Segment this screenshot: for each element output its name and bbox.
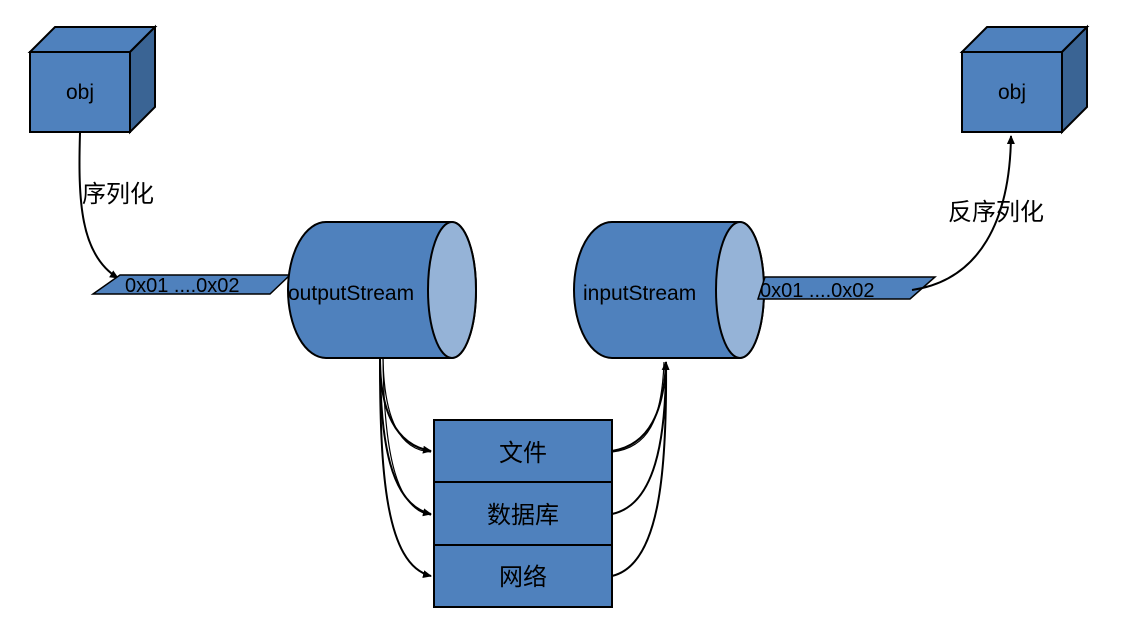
storage-to-input-arrows — [611, 361, 670, 577]
output-stream-label: outputStream — [288, 282, 414, 305]
storage-stack: 文件 数据库 网络 — [433, 419, 613, 608]
deserialize-arrow — [911, 135, 1015, 291]
serialize-arrow — [78, 132, 119, 279]
storage-label-network: 网络 — [499, 563, 547, 591]
input-bytes-text: 0x01 ....0x02 — [760, 280, 875, 302]
arrow-output-to-network — [379, 357, 432, 579]
target-object-label: obj — [998, 81, 1026, 104]
serialize-label: 序列化 — [82, 180, 154, 208]
source-object-cube: obj — [27, 24, 158, 135]
output-byte-strip: 0x01 ....0x02 — [90, 274, 292, 297]
source-object-label: obj — [66, 81, 94, 104]
input-stream-cylinder: inputStream — [573, 221, 765, 359]
input-byte-strip: 0x01 ....0x02 — [756, 276, 937, 302]
storage-label-file: 文件 — [499, 439, 547, 467]
target-object-cube: obj — [959, 24, 1090, 135]
output-bytes-text: 0x01 ....0x02 — [125, 275, 240, 297]
output-stream-cylinder: outputStream — [287, 221, 477, 359]
arrow-network-to-input — [611, 361, 668, 577]
arrow-file-to-input — [611, 361, 670, 452]
deserialize-label: 反序列化 — [948, 198, 1044, 226]
input-stream-label: inputStream — [583, 282, 696, 305]
output-to-storage-arrows — [379, 357, 432, 579]
storage-box-database — [433, 481, 613, 546]
storage-label-database: 数据库 — [487, 501, 559, 529]
